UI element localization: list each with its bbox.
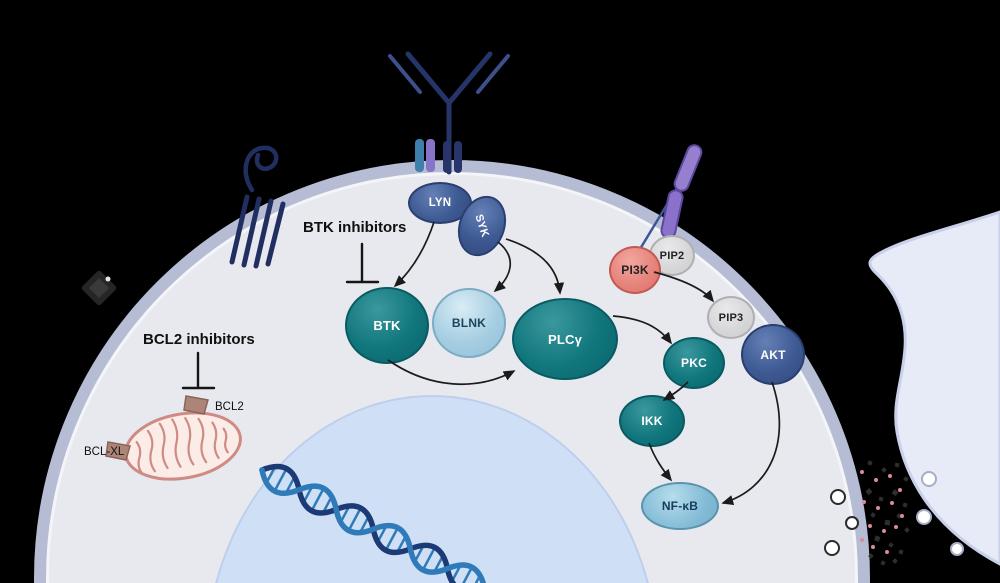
node-lyn-label: LYN: [428, 197, 452, 209]
node-ikk-label: IKK: [641, 414, 663, 428]
secretory-granules: [824, 489, 859, 556]
dna-icon: [259, 463, 488, 583]
bcl2-inhibitors-label: BCL2 inhibitors: [143, 331, 255, 348]
node-btk: BTK: [345, 287, 429, 364]
node-plcgamma: PLCγ: [512, 298, 618, 380]
node-blnk-label: BLNK: [451, 316, 487, 330]
neighbor-cell-granules: [916, 471, 964, 556]
mitochondria-icon: [124, 411, 242, 481]
antibody-icon: [388, 51, 510, 175]
node-akt: AKT: [741, 324, 805, 385]
bclxl-protein-icon: [105, 441, 131, 461]
node-nfkb: NF-κB: [641, 482, 719, 530]
node-ikk: IKK: [619, 395, 685, 447]
node-nfkb-label: NF-κB: [661, 499, 699, 513]
bcr-receptor-icon: [415, 139, 462, 173]
neighbor-cell-body: [868, 210, 1000, 566]
node-pkc-label: PKC: [681, 356, 707, 370]
node-pip3: PIP3: [707, 296, 755, 339]
bcl2-label: BCL2: [215, 401, 244, 413]
bcl-xl-label: BCL-XL: [84, 446, 125, 458]
node-btk-label: BTK: [373, 318, 401, 333]
particle-cloud: [860, 460, 910, 566]
node-akt-label: AKT: [760, 347, 786, 362]
bcl2-protein-icon: [183, 395, 209, 415]
node-pi3k-label: PI3K: [621, 263, 649, 277]
node-plcgamma-label: PLCγ: [547, 331, 583, 347]
transmembrane-receptor-icon: [229, 145, 286, 269]
node-pip3-label: PIP3: [718, 311, 744, 324]
node-pip2-label: PIP2: [659, 249, 685, 262]
btk-inhibitors-label: BTK inhibitors: [303, 219, 407, 236]
node-syk-label: SYK: [472, 213, 492, 239]
node-pkc: PKC: [663, 337, 725, 389]
ligand-icon: [660, 144, 703, 239]
node-pi3k: PI3K: [609, 246, 661, 294]
node-blnk: BLNK: [432, 288, 506, 358]
antigen-icon: [81, 270, 117, 306]
